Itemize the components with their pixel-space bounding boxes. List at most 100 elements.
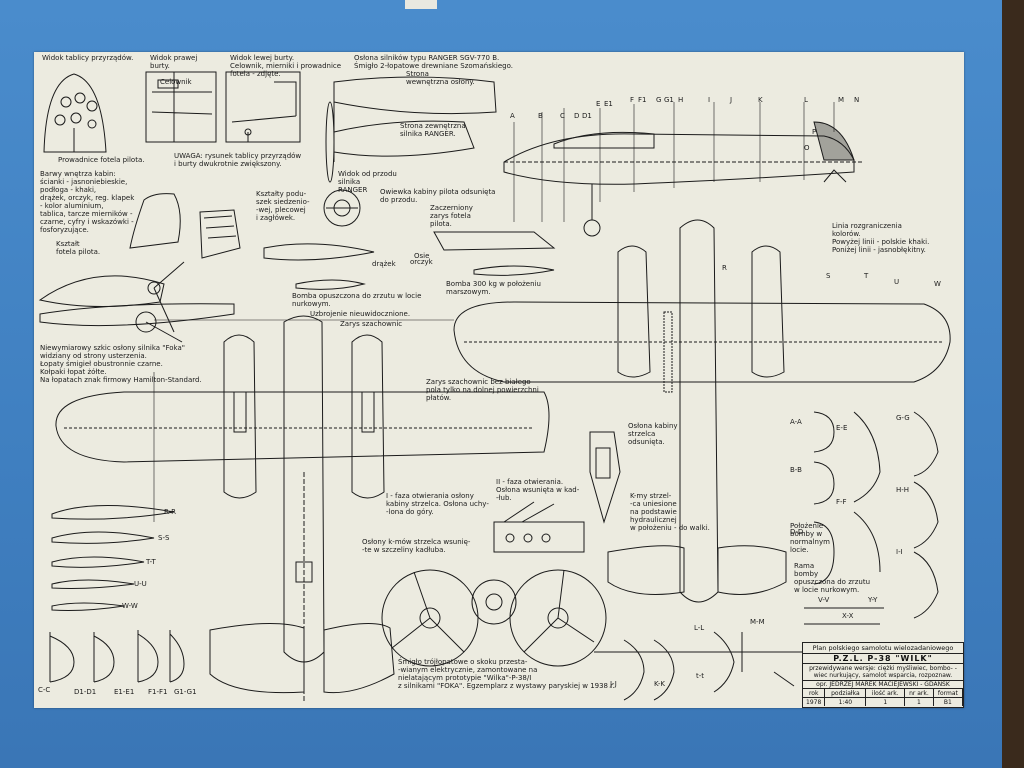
tb-value: 1	[904, 697, 934, 706]
station-label: H	[678, 96, 684, 104]
tb-header: podziałka	[824, 689, 867, 698]
note-canopy: Owiewka kabiny pilota odsunięta do przod…	[380, 188, 496, 204]
note-left-side: Widok lewej burty. Celownik, mierniki i …	[230, 54, 342, 78]
station-label: A	[510, 112, 515, 120]
section-label: E1-E1	[114, 688, 135, 696]
tb-value: B1	[933, 697, 964, 706]
station-label: W	[934, 280, 941, 288]
note-bomb-dive: Bomba opuszczona do zrzutu w locie nurko…	[292, 292, 422, 308]
propeller-front-view-drawing	[381, 569, 607, 667]
note-stick: drążek	[372, 260, 396, 268]
bottom-sections-drawing	[49, 630, 185, 683]
note-bomb-frame: Rama bomby opuszczona do zrzutu w locie …	[794, 562, 871, 594]
note-propeller: Śmigło trójłopatowe o skoku przesta- -wi…	[398, 658, 615, 690]
tb-header: rok	[803, 689, 826, 698]
title-block-table: rok podziałka ilość ark. nr ark. format …	[803, 689, 964, 706]
title-block-author: opr. JEDRZEJ MAREK MACIEJEWSKI - GDAŃSK	[803, 681, 963, 689]
section-label: S-S	[158, 534, 170, 542]
note-inner-side: Strona wewnętrzna osłony.	[406, 70, 475, 86]
gunner-turret-drawing	[493, 431, 621, 553]
station-label: T	[864, 272, 869, 280]
section-label: t-t	[696, 672, 705, 680]
section-label: D-D	[790, 528, 804, 536]
note-foka-sketch: Niewymiarowy szkic osłony silnika "Foka"…	[40, 344, 202, 384]
note-right-side: Widok prawej burty.	[150, 54, 198, 70]
plan-view-bottom-drawing	[453, 219, 951, 653]
note-axes: Osie	[414, 252, 430, 260]
engine-front-view-drawing	[323, 189, 361, 227]
station-label: G	[656, 96, 662, 104]
section-label: X-X	[842, 612, 854, 620]
station-label: D1	[582, 112, 592, 120]
section-label: W-W	[122, 602, 138, 610]
section-label: C-C	[38, 686, 51, 694]
title-block-line1: Plan polskiego samolotu wielozadaniowego	[803, 643, 963, 654]
station-label: S	[826, 272, 831, 280]
tb-value: 1:40	[824, 697, 867, 706]
note-outer-side: Strona zewnętrzna silnika RANGER.	[400, 122, 466, 138]
blueprint-sheet: A B C D D1 E E1 F F1 G G1 H I J K L M N …	[34, 52, 964, 708]
station-label: D	[574, 112, 580, 120]
title-block: Plan polskiego samolotu wielozadaniowego…	[802, 642, 964, 708]
note-rudder-pedal: orczyk	[410, 258, 433, 266]
section-label: E-E	[836, 424, 848, 432]
fuselage-side-view-drawing	[503, 121, 864, 237]
instrument-panel-drawing	[43, 73, 107, 153]
bomb-drawing	[263, 231, 556, 290]
mid-airfoil-sections-drawing	[51, 505, 175, 611]
note-armament: Uzbrojenie nieuwidocznione.	[310, 310, 411, 318]
tb-value: 1978	[803, 697, 826, 706]
note-guns-raised: K-my strzel- -ca uniesione na podstawie …	[630, 492, 710, 532]
station-label: U	[894, 278, 900, 286]
note-color-line: Linia rozgraniczenia kolorów. Powyżej li…	[832, 222, 930, 254]
foka-engine-sketch-drawing	[38, 261, 235, 343]
station-label: O	[804, 144, 810, 152]
tb-header: ilość ark.	[865, 689, 906, 698]
right-sections-drawing	[804, 411, 939, 625]
tail-sections-drawing	[623, 631, 795, 701]
section-label: V-V	[818, 596, 830, 604]
note-instrument-panel: Widok tablicy przyrządów.	[42, 54, 134, 62]
station-label: M	[838, 96, 845, 104]
note-gunsight: Celownik	[160, 78, 192, 86]
note-bomb-300: Bomba 300 kg w położeniu marszowym.	[446, 280, 541, 296]
note-seat-shape: Kształt fotela pilota.	[56, 240, 101, 256]
note-seat-rails: Prowadnice fotela pilota.	[58, 156, 145, 164]
station-label: N	[854, 96, 860, 104]
plan-view-top-drawing	[55, 315, 550, 702]
wooden-edge	[1002, 0, 1024, 768]
section-label: L-L	[694, 624, 705, 632]
note-checkers-lower: Zarys szachownic bez białego pola tylko …	[426, 378, 539, 402]
tb-header: nr ark.	[904, 689, 934, 698]
section-label: G-G	[896, 414, 910, 422]
note-checkers: Zarys szachownic	[340, 320, 403, 328]
tape-strip	[405, 0, 437, 9]
section-label: Y-Y	[868, 596, 878, 604]
station-label: B	[538, 112, 543, 120]
note-phase-1: I - faza otwierania osłony kabiny strzel…	[386, 492, 489, 516]
ranger-engine-drawing	[325, 76, 497, 183]
section-label: I-I	[896, 548, 903, 556]
right-side-cockpit-drawing	[145, 71, 217, 143]
station-label: J	[730, 96, 733, 104]
section-label: U-U	[134, 580, 147, 588]
section-label: T-T	[146, 558, 156, 566]
tb-header: format	[933, 689, 964, 698]
note-bomb-position: Położenie bomby w normalnym locie.	[790, 522, 830, 554]
title-block-description: przewidywane wersje: ciężki myśliwiec, b…	[803, 663, 963, 681]
note-cabin-colors: Barwy wnętrza kabin: ścianki - jasnonieb…	[40, 170, 135, 234]
station-label: L	[804, 96, 808, 104]
tb-value: 1	[865, 697, 906, 706]
note-engine-front: Widok od przodu silnika RANGER	[338, 170, 397, 194]
seat-drawing	[129, 193, 241, 259]
section-label: G1-G1	[174, 688, 197, 696]
station-label: G1	[664, 96, 674, 104]
station-label: I	[708, 96, 711, 104]
note-blackened-seat: Zaczerniony zarys fotela pilota.	[430, 204, 473, 228]
section-label: B-B	[790, 466, 802, 474]
station-label: E1	[604, 100, 613, 108]
section-label: A-A	[790, 418, 802, 426]
note-gun-covers: Osłony k-mów strzelca wsunię- -te w szcz…	[362, 538, 471, 554]
note-warning: UWAGA: rysunek tablicy przyrządów i burt…	[174, 152, 302, 168]
section-label: K-K	[654, 680, 665, 688]
